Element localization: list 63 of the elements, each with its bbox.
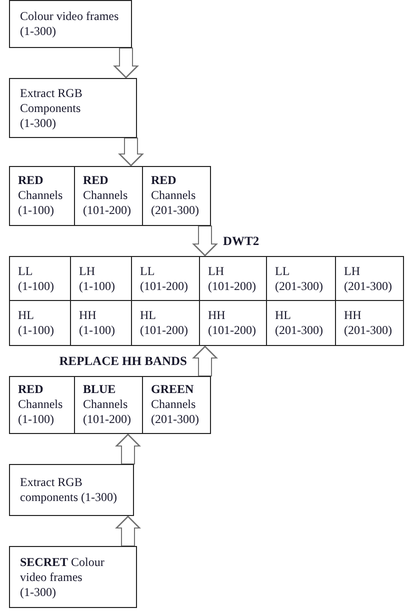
channel-name: GREEN — [151, 382, 195, 397]
channel-name: RED — [18, 382, 44, 397]
process-box — [9, 464, 134, 516]
process-text: Colour video frames — [20, 9, 120, 24]
channel-name: RED — [18, 173, 44, 188]
subband-name: HL — [140, 308, 157, 323]
subband-table — [9, 256, 404, 346]
frame-range: (101-200) — [208, 279, 257, 294]
channel-table — [9, 376, 211, 434]
channel-name: RED — [151, 173, 178, 188]
frame-range: (201-300) — [344, 279, 393, 294]
frame-range: (101-200) — [140, 279, 189, 294]
channel-text: Channels (201-300) — [151, 397, 200, 427]
subband-cell — [267, 257, 336, 301]
frame-range: (201-300) — [344, 323, 393, 338]
subband-name: HH — [79, 308, 98, 323]
subband-name: LH — [208, 264, 225, 279]
channel-text: Channels (101-200) — [83, 188, 132, 218]
process-text: Extract RGB Components — [20, 86, 84, 116]
frame-range: (201-300) — [275, 323, 324, 338]
channel-name: RED — [83, 173, 110, 188]
frame-range: (1-100) — [18, 279, 55, 294]
frame-range: (101-200) — [208, 323, 257, 338]
subband-name: LH — [79, 264, 96, 279]
block-arrow — [192, 226, 218, 256]
channel-name: BLUE — [83, 382, 117, 397]
process-text: Extract RGB components (1-300) — [20, 475, 118, 505]
process-box — [9, 0, 132, 48]
frame-range: (1-300) — [20, 585, 57, 600]
channel-text: Channels (1-100) — [18, 397, 64, 427]
subband-name: LL — [140, 264, 156, 279]
subband-name: LL — [18, 264, 34, 279]
block-arrow — [115, 516, 141, 546]
block-arrow — [115, 434, 141, 464]
subband-name: LL — [275, 264, 291, 279]
channel-text: Channels (201-300) — [151, 188, 200, 218]
block-arrow — [118, 138, 144, 166]
frame-range: (101-200) — [140, 323, 189, 338]
process-box — [9, 78, 137, 138]
block-arrow — [113, 48, 139, 78]
frame-range: (1-100) — [18, 323, 55, 338]
subband-name: HH — [344, 308, 362, 323]
frame-range: (201-300) — [275, 279, 324, 294]
edge-label: REPLACE HH BANDS — [58, 354, 188, 368]
subband-cell — [71, 257, 132, 301]
subband-cell — [10, 257, 71, 301]
edge-label: DWT2 — [222, 234, 260, 248]
frame-range: (1-100) — [79, 279, 116, 294]
subband-name: HL — [18, 308, 35, 323]
channel-table — [9, 166, 211, 226]
channel-text: Channels (1-100) — [18, 188, 64, 218]
process-box — [9, 546, 137, 608]
frame-range: (1-300) — [20, 24, 57, 39]
frame-range: (1-300) — [20, 116, 57, 131]
process-text: SECRET Colour video frames — [20, 555, 106, 585]
subband-cell — [132, 257, 200, 301]
subband-name: HH — [208, 308, 226, 323]
channel-text: Channels (101-200) — [83, 397, 132, 427]
subband-name: HL — [275, 308, 292, 323]
subband-name: LH — [344, 264, 361, 279]
block-arrow — [192, 346, 218, 376]
subband-cell — [200, 257, 267, 301]
frame-range: (1-100) — [79, 323, 116, 338]
